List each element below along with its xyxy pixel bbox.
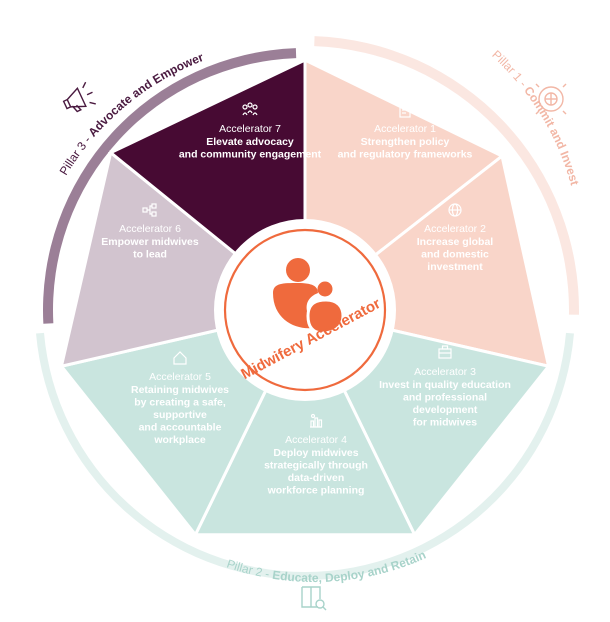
- accelerator-7-text-line: Elevate advocacy: [206, 136, 294, 148]
- accelerator-3-text-line: Invest in quality education: [379, 379, 511, 391]
- accelerator-3-text-line: and professional: [403, 392, 487, 404]
- accelerator-6-text-line: Empower midwives: [101, 236, 199, 248]
- megaphone-icon: [62, 81, 96, 113]
- accelerator-1-label: Accelerator 1: [374, 123, 436, 135]
- accelerator-7-text-line: and community engagement: [179, 149, 322, 161]
- accelerator-3-text-line: development: [413, 404, 478, 416]
- accelerator-4-text-line: Deploy midwives: [273, 447, 358, 459]
- accelerator-5-text-line: by creating a safe,: [134, 397, 226, 409]
- pillar-2-prefix: Pillar 2 -: [225, 557, 274, 582]
- accelerator-5-text-line: and accountable: [139, 422, 222, 434]
- accelerator-5-text-line: workplace: [153, 434, 206, 446]
- accelerator-4-label: Accelerator 4: [285, 434, 347, 446]
- accelerator-1-text-line: and regulatory frameworks: [338, 149, 473, 161]
- accelerator-2-text-line: Increase global: [417, 236, 494, 248]
- hierarchy-icon: [142, 203, 157, 217]
- pillar-1-prefix: Pillar 1 -: [489, 48, 532, 93]
- accelerator-2-label: Accelerator 2: [424, 223, 486, 235]
- accelerator-1-text-line: Strengthen policy: [361, 136, 450, 148]
- accelerator-5-text-line: supportive: [153, 409, 207, 421]
- people-network-icon: [242, 102, 258, 116]
- accelerator-5-text-line: Retaining midwives: [131, 384, 229, 396]
- accelerator-4-text-line: data-driven: [288, 472, 345, 484]
- accelerator-5-label: Accelerator 5: [149, 371, 211, 383]
- accelerator-3-text-line: for midwives: [413, 417, 477, 429]
- accelerator-6-text-line: to lead: [133, 249, 167, 261]
- accelerator-7-label: Accelerator 7: [219, 123, 281, 135]
- accelerator-4-text-line: workforce planning: [267, 485, 365, 497]
- globe-badge-icon: [535, 83, 567, 115]
- globe-icon: [448, 203, 462, 217]
- accelerator-4-text-line: strategically through: [264, 460, 368, 472]
- chart-icon: [310, 413, 323, 428]
- accelerator-6-label: Accelerator 6: [119, 223, 181, 235]
- accelerator-3-label: Accelerator 3: [414, 366, 476, 378]
- book-search-icon: [301, 586, 327, 611]
- pillar-2-label: Pillar 2 - Educate, Deploy and Retain: [225, 548, 428, 585]
- briefcase-icon: [438, 345, 452, 359]
- document-icon: [399, 102, 411, 118]
- mother-child-logo: [273, 258, 345, 335]
- home-icon: [173, 351, 187, 365]
- center-hub: Midwifery Accelerator: [214, 219, 396, 401]
- accelerator-2-text-line: investment: [427, 261, 483, 273]
- accelerator-2-text-line: and domestic: [421, 249, 489, 261]
